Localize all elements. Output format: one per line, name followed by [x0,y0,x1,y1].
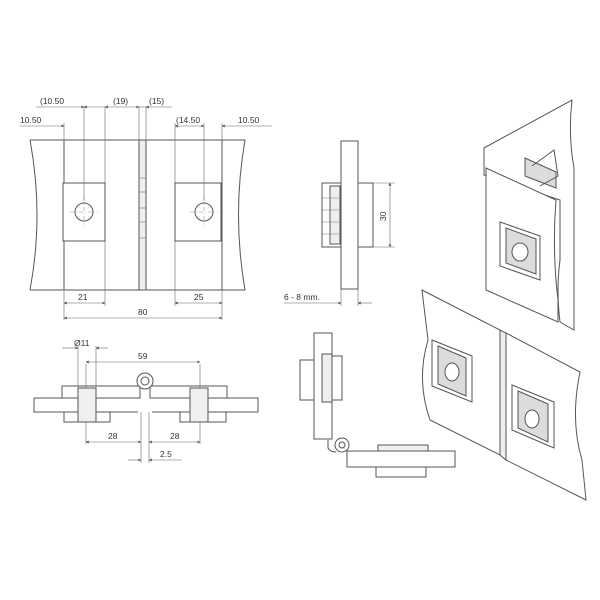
horizontal-glass [346,450,456,468]
dim-bottom-right: 25 [194,292,204,302]
iso-view-corner [483,99,575,331]
dim-top-right-inner: (14.50 [176,115,200,125]
dim-right-offset: 28 [170,431,180,441]
dim-glass-thickness: 6 - 8 mm. [284,292,320,302]
dim-span: 59 [138,351,148,361]
dim-top-center: (15) [149,96,164,106]
dim-gap: 2.5 [160,449,172,459]
side-clamp-right [357,182,374,248]
dim-top-left-inner: (10.50 [40,96,64,106]
top-right-leaf [149,385,228,399]
side-glass [340,140,359,290]
top-left-leaf [61,385,141,399]
iso-bolt-3 [524,409,540,429]
dim-left-offset: 28 [108,431,118,441]
right-glass-outline [150,139,246,291]
dim-hole-diameter: Ø11 [74,338,90,348]
top-view: Ø11 59 28 28 2.5 [33,338,259,463]
hinge-knuckle [138,139,147,291]
dim-side-height: 30 [378,211,388,221]
dim-top-right-outer: 10.50 [238,115,260,125]
dim-top-left-outer: 10.50 [20,115,42,125]
iso-back-glass [483,99,575,331]
ninety-degree-view [299,332,456,478]
left-bolt-hole [74,202,94,222]
right-bolt-hole [194,202,214,222]
iso-view-flat [421,289,587,501]
dim-total-width: 80 [138,307,148,317]
dim-top-gap: (19) [113,96,128,106]
side-view: 30 6 - 8 mm. [284,140,395,306]
iso-bolt-1 [511,242,529,262]
dim-bottom-left: 21 [78,292,88,302]
front-view: (10.50 (19) (15) 10.50 (14.50 10.50 21 2… [20,96,272,320]
iso-bolt-2 [444,362,460,382]
